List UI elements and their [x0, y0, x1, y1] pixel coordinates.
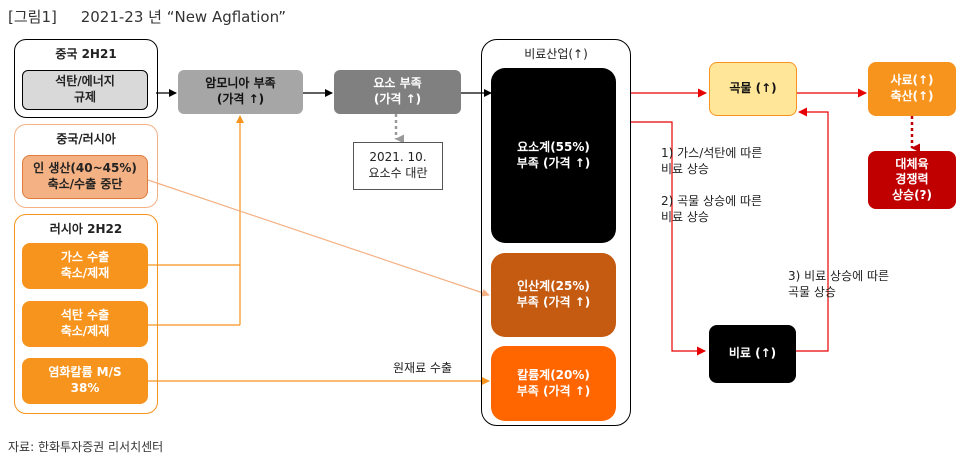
box-ammonia-shortage: 암모니아 부족 (가격 ↑): [178, 70, 303, 114]
box-urea-solution-crisis: 2021. 10. 요소수 대란: [353, 142, 443, 190]
group-china-russia-label: 중국/러시아: [56, 132, 116, 146]
group-fertilizer-industry-label: 비료산업(↑): [524, 47, 588, 61]
group-russia-2h22-label: 러시아 2H22: [49, 222, 123, 236]
label-reason-3: 3) 비료 상승에 따른 곡물 상승: [788, 269, 890, 300]
arrow-fertilizer-to-grain: [796, 107, 829, 352]
box-phosphate-production: 인 생산(40~45%) 축소/수출 중단: [22, 155, 148, 199]
group-russia-2h22: [14, 214, 158, 414]
arrow-gas-to-ammonia: [148, 115, 244, 266]
arrow-phosphate-diagonal: [147, 179, 490, 297]
box-grain: 곡물 (↑): [709, 62, 797, 116]
box-coal-export: 석탄 수출 축소/제재: [22, 301, 148, 347]
figure-title: [그림1] 2021-23 년 “New Agflation”: [8, 8, 287, 26]
source-note: 자료: 한화투자증권 리서치센터: [8, 440, 164, 454]
box-potassium-fertilizer: 칼륨계(20%) 부족 (가격 ↑): [491, 346, 616, 421]
box-urea-shortage: 요소 부족 (가격 ↑): [334, 70, 461, 114]
label-reason-1: 1) 가스/석탄에 따른 비료 상승: [661, 146, 763, 177]
arrow-industry-to-fertilizer: [631, 121, 706, 356]
group-china-russia: [14, 124, 158, 208]
box-coal-energy-regulation: 석탄/에너지 규제: [22, 70, 148, 110]
box-fertilizer: 비료 (↑): [709, 325, 796, 383]
box-phosphate-fertilizer: 인산계(25%) 부족 (가격 ↑): [491, 253, 616, 337]
box-urea-fertilizer: 요소계(55%) 부족 (가격 ↑): [491, 68, 616, 243]
label-raw-material-export: 원재료 수출: [393, 361, 453, 375]
group-china-2h21-label: 중국 2H21: [55, 47, 117, 61]
group-china-2h21: [14, 39, 158, 118]
label-reason-2: 2) 곡물 상승에 따른 비료 상승: [661, 194, 763, 225]
box-potash-market-share: 염화칼륨 M/S 38%: [22, 358, 148, 404]
box-feed-livestock: 사료(↑) 축산(↑): [868, 62, 956, 116]
group-fertilizer-industry: [481, 39, 631, 426]
box-gas-export: 가스 수출 축소/제재: [22, 243, 148, 289]
box-substitute-meat: 대체육 경쟁력 상승(?): [868, 151, 956, 209]
